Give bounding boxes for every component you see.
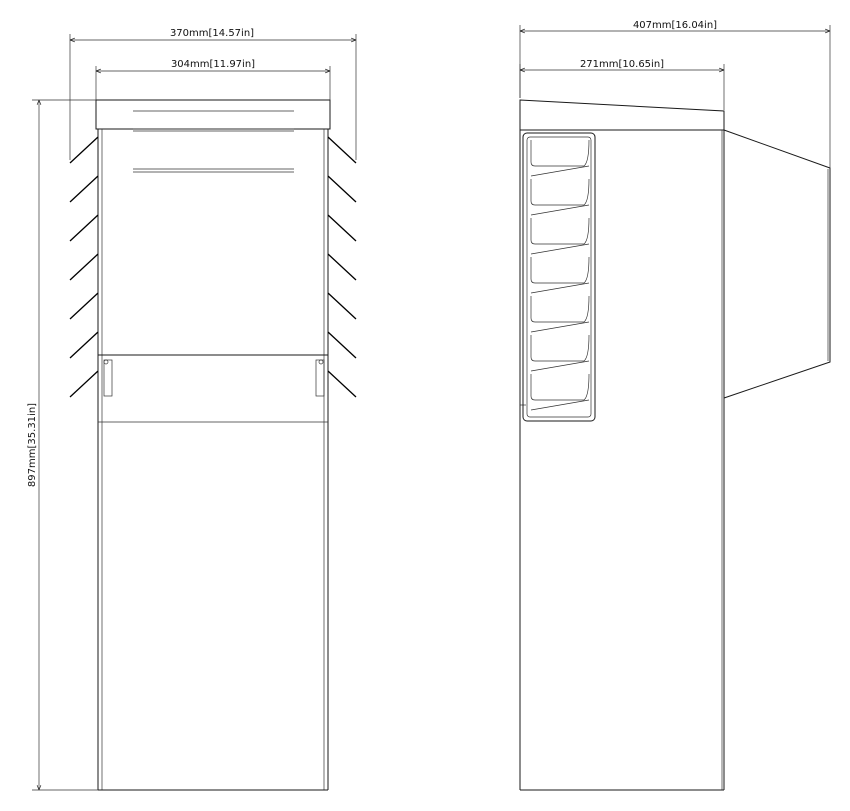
side-total-depth-label: 407mm [633, 20, 672, 31]
side-rear-hood [723, 129, 831, 399]
svg-text:271mm[10.65in]: 271mm[10.65in] [580, 59, 664, 70]
front-view [69, 99, 357, 791]
side-body-depth-dimension: 271mm[10.65in] [519, 59, 725, 110]
right-hinge-bracket [315, 359, 325, 397]
overall-height-inch-label: [35.31in] [27, 403, 38, 449]
side-view [519, 99, 831, 791]
front-outer-width-inch-label: [14.57in] [209, 28, 255, 39]
front-outer-width-dimension: 370mm[14.57in] [69, 28, 357, 160]
side-body-depth-label: 271mm [580, 59, 619, 70]
front-inner-width-dimension: 304mm[11.97in] [95, 59, 331, 100]
svg-text:407mm[16.04in]: 407mm[16.04in] [633, 20, 717, 31]
front-outer-width-label: 370mm [170, 28, 209, 39]
front-right-louvres [327, 136, 357, 398]
left-hinge-bracket [103, 359, 113, 397]
side-vent-panel [522, 132, 596, 422]
side-total-depth-inch-label: [16.04in] [672, 20, 718, 31]
front-inner-width-inch-label: [11.97in] [210, 59, 256, 70]
svg-text:370mm[14.57in]: 370mm[14.57in] [170, 28, 254, 39]
svg-text:897mm[35.31in]: 897mm[35.31in] [27, 403, 38, 487]
side-body-depth-inch-label: [10.65in] [619, 59, 665, 70]
side-roof-cap [519, 99, 725, 131]
overall-height-dimension: 897mm[35.31in] [27, 99, 98, 791]
front-top-cap [95, 99, 331, 130]
side-total-depth-dimension: 407mm[16.04in] [519, 20, 831, 168]
svg-text:304mm[11.97in]: 304mm[11.97in] [171, 59, 255, 70]
overall-height-label: 897mm [27, 448, 38, 487]
front-inner-width-label: 304mm [171, 59, 210, 70]
front-left-louvres [69, 136, 99, 398]
